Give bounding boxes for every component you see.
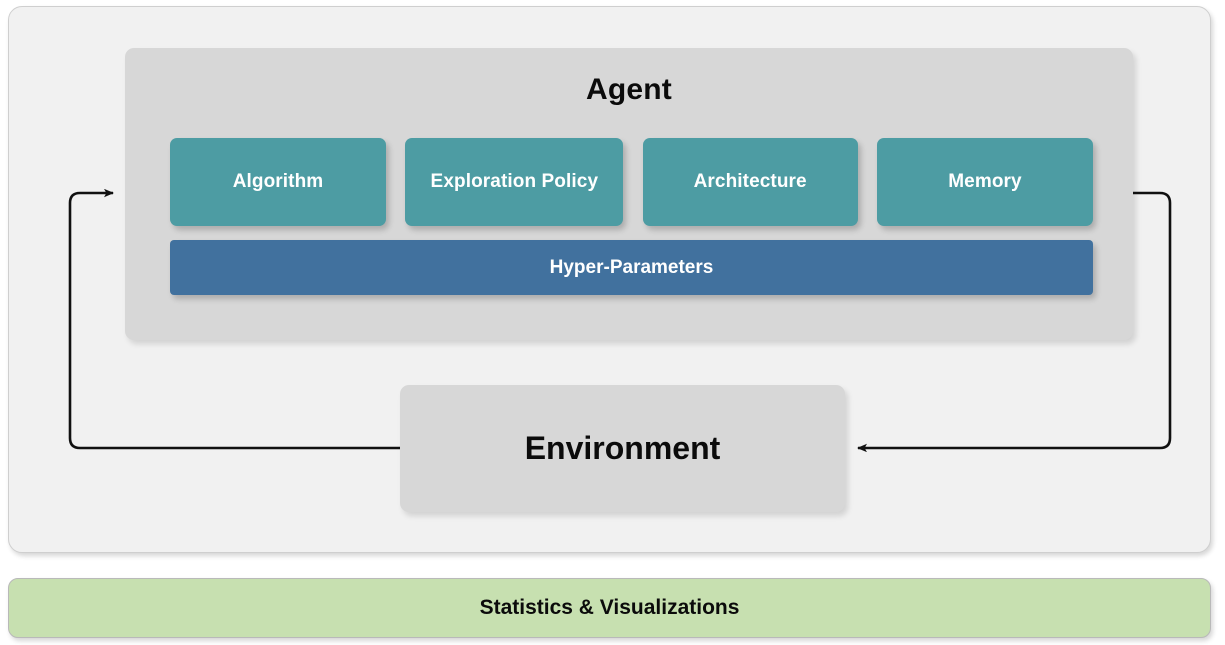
agent-component-label: Architecture <box>693 171 807 192</box>
agent-component-algorithm[interactable]: Algorithm <box>170 138 386 226</box>
agent-component-label: Memory <box>948 171 1022 192</box>
environment-label: Environment <box>524 430 721 466</box>
hyper-parameters-bar[interactable]: Hyper-Parameters <box>170 240 1093 295</box>
agent-component-architecture[interactable]: Architecture <box>642 138 858 226</box>
agent-component-row: Algorithm Exploration Policy Architectur… <box>170 138 1093 226</box>
agent-title: Agent <box>586 73 672 106</box>
agent-component-memory[interactable]: Memory <box>876 138 1093 226</box>
statistics-visualizations-bar[interactable]: Statistics & Visualizations <box>8 578 1211 638</box>
agent-panel[interactable]: Agent Algorithm Exploration Policy Archi… <box>125 48 1133 340</box>
hyper-parameters-label: Hyper-Parameters <box>549 256 714 278</box>
agent-component-label: Exploration Policy <box>430 171 599 192</box>
agent-component-label: Algorithm <box>232 171 324 192</box>
statistics-label: Statistics & Visualizations <box>479 596 740 619</box>
environment-box[interactable]: Environment <box>400 385 845 512</box>
agent-component-exploration-policy[interactable]: Exploration Policy <box>405 138 624 226</box>
